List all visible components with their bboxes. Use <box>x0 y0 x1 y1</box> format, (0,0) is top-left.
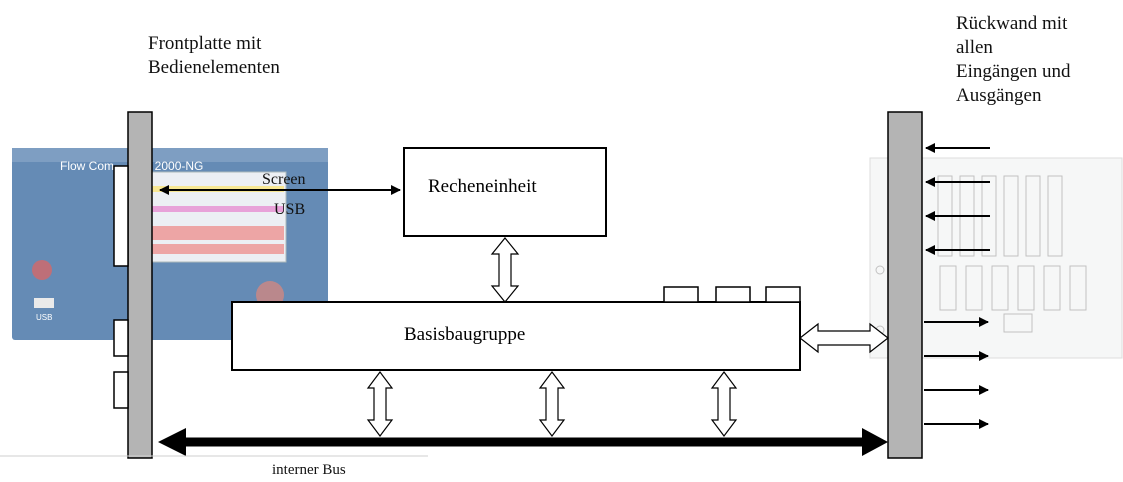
internal-bus-right-head <box>862 428 888 456</box>
bus-link-arrow-3 <box>710 371 738 437</box>
rear-panel-label: Rückwand mit allen Eingängen und Ausgäng… <box>956 13 1071 106</box>
module-slot-2 <box>715 286 751 303</box>
front-panel-label: Frontplatte mit Bedienelementen <box>148 33 280 78</box>
usb-label: USB <box>274 201 306 218</box>
front-panel-bar <box>127 111 153 459</box>
module-slot-1 <box>663 286 699 303</box>
internal-bus-left-head <box>158 428 186 456</box>
front-usb-label: USB <box>36 313 52 322</box>
front-connector-3 <box>113 371 129 409</box>
internal-bus-label: interner Bus <box>272 462 346 478</box>
compute-unit-label: Recheneinheit <box>428 176 537 197</box>
front-usb-port <box>34 298 54 308</box>
module-slot-3 <box>765 286 801 303</box>
compute-base-arrow <box>490 237 520 303</box>
bus-link-arrow-2 <box>538 371 566 437</box>
base-rear-arrow <box>799 322 889 354</box>
base-board-label: Basisbaugruppe <box>404 324 525 345</box>
screen-label: Screen <box>262 171 306 188</box>
base-board-box <box>231 301 801 371</box>
compute-unit-box <box>403 147 607 237</box>
front-connector-1 <box>113 165 129 267</box>
bus-link-arrow-1 <box>366 371 394 437</box>
front-connector-2 <box>113 319 129 357</box>
rear-panel-bar <box>887 111 923 459</box>
